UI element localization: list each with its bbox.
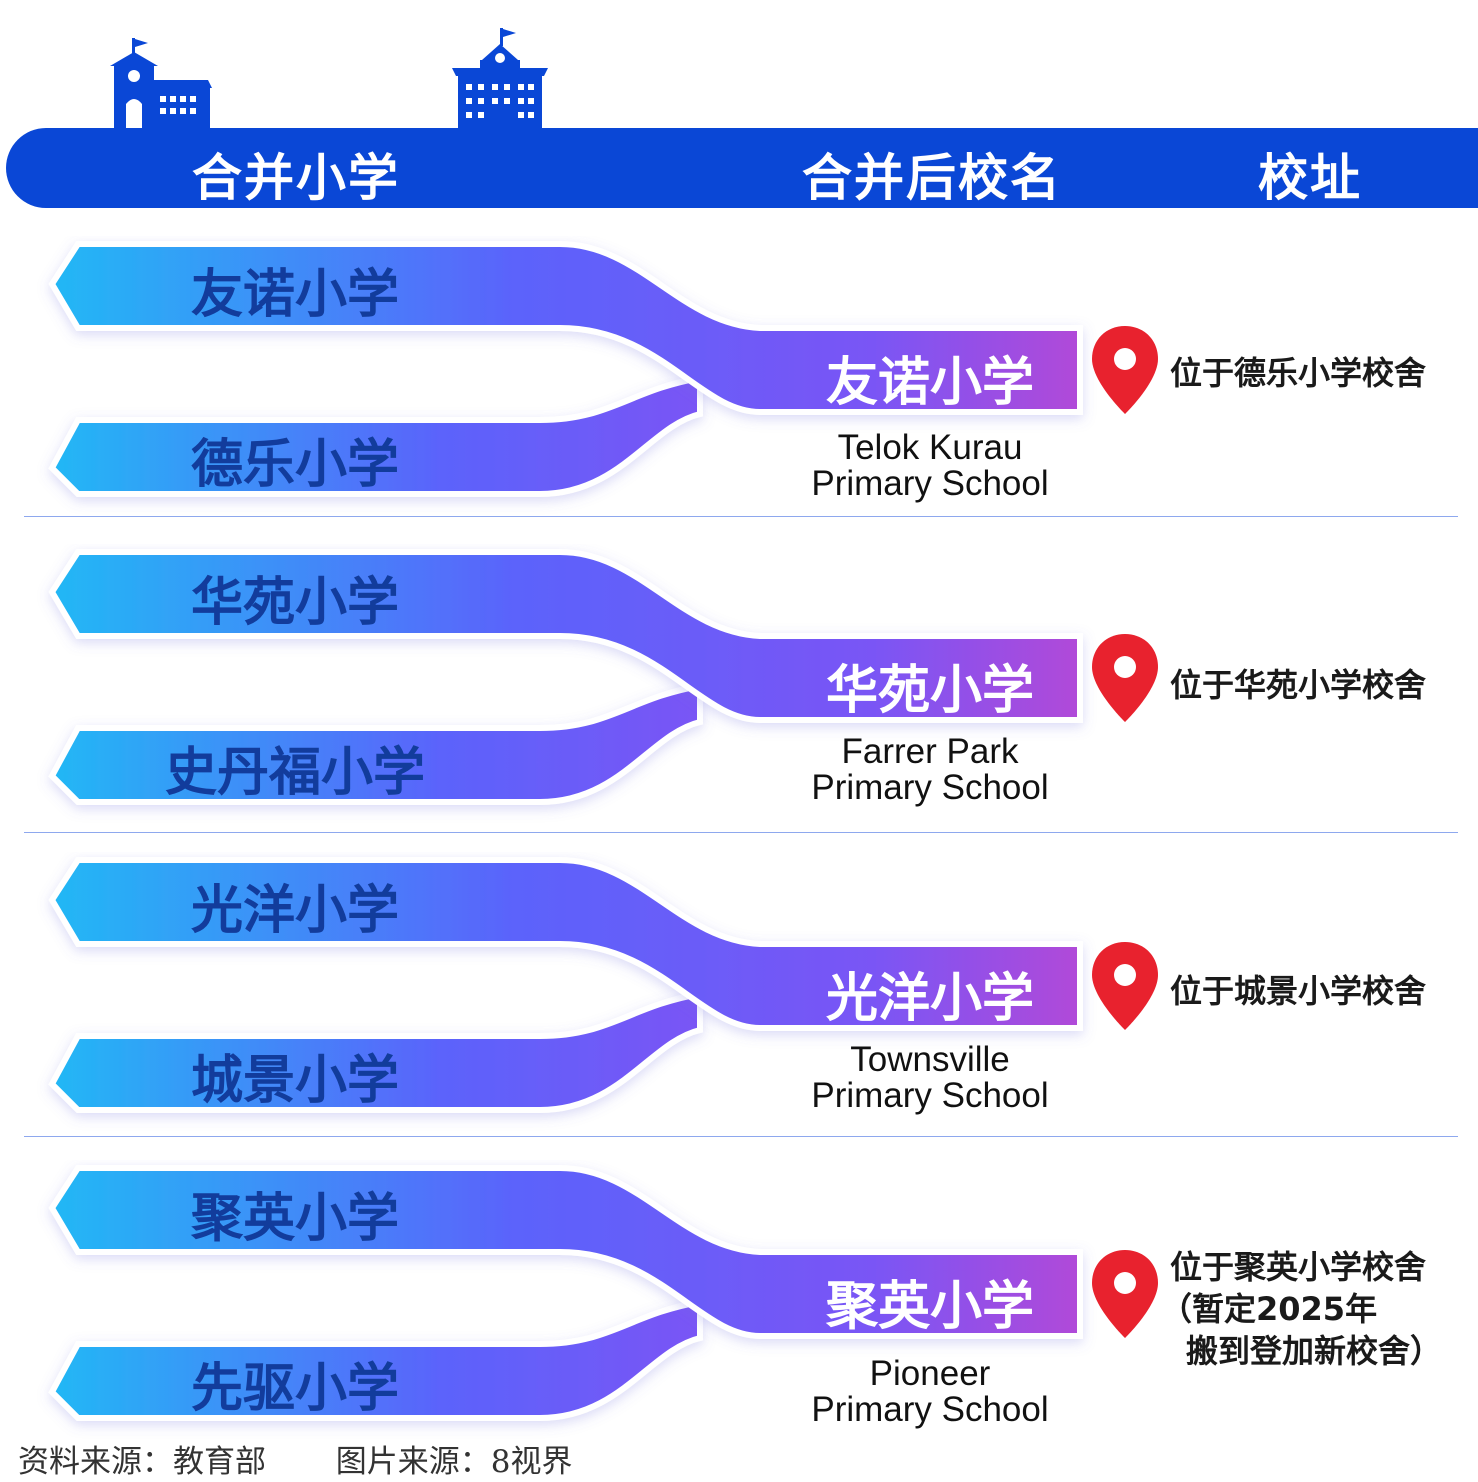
merge-flow-arrows: [48, 1165, 1083, 1421]
address-line1: 位于德乐小学校舍: [1170, 354, 1427, 392]
header-merged-name: 合并后校名: [802, 149, 1062, 207]
english-name-line2: Primary School: [811, 1076, 1049, 1115]
english-name: Telok Kurau Primary School: [760, 430, 1100, 502]
source-credit: 资料来源：教育部 图片来源：8视界: [18, 1436, 572, 1481]
merge-flow-arrows: [48, 549, 1083, 805]
school-a-label: 聚英小学: [190, 1189, 399, 1249]
address-line2: （暂定2025年: [1160, 1290, 1378, 1328]
school-a-label: 友诺小学: [190, 265, 399, 325]
merger-group-2: 华苑小学 史丹福小学 华苑小学 Farrer Park Primary Scho…: [0, 544, 1478, 824]
address-text: 位于聚英小学校舍 （暂定2025年 搬到登加新校舍）: [1160, 1246, 1443, 1372]
merger-group-4: 聚英小学 先驱小学 聚英小学 Pioneer Primary School 位于…: [0, 1160, 1478, 1440]
address-text: 位于德乐小学校舍: [1170, 352, 1426, 394]
divider: [24, 832, 1458, 833]
school-a-label: 光洋小学: [190, 881, 399, 941]
location-pin-icon: [1092, 326, 1158, 414]
english-name-line2: Primary School: [811, 464, 1049, 503]
location-pin-icon: [1092, 634, 1158, 722]
merged-name-label: 友诺小学: [825, 353, 1034, 413]
english-name-line1: Pioneer: [869, 1354, 991, 1393]
school-b-label: 城景小学: [190, 1051, 399, 1111]
header-bar: [6, 128, 1478, 208]
merged-name-label: 聚英小学: [825, 1277, 1034, 1337]
merger-group-1: 友诺小学 德乐小学 友诺小学 Telok Kurau Primary Schoo…: [0, 236, 1478, 516]
merger-group-3: 光洋小学 城景小学 光洋小学 Townsville Primary School…: [0, 852, 1478, 1132]
school-b-label: 史丹福小学: [164, 743, 425, 803]
school-b-label: 德乐小学: [190, 435, 399, 495]
english-name: Farrer Park Primary School: [760, 734, 1100, 806]
address-line1: 位于华苑小学校舍: [1170, 666, 1427, 704]
school-b-label: 先驱小学: [190, 1359, 399, 1419]
english-name-line2: Primary School: [811, 1390, 1049, 1429]
divider: [24, 516, 1458, 517]
address-line3: 搬到登加新校舍）: [1186, 1332, 1443, 1370]
address-text: 位于华苑小学校舍: [1170, 664, 1426, 706]
location-pin-icon: [1092, 942, 1158, 1030]
location-pin-icon: [1092, 1250, 1158, 1338]
english-name-line1: Telok Kurau: [837, 428, 1023, 467]
school-house-icon: [110, 38, 212, 128]
header-address: 校址: [1258, 149, 1362, 207]
english-name: Townsville Primary School: [760, 1042, 1100, 1114]
school-building-icon: [452, 28, 548, 128]
address-line1: 位于城景小学校舍: [1170, 972, 1427, 1010]
header-merge-schools: 合并小学: [192, 149, 400, 207]
address-line1: 位于聚英小学校舍: [1170, 1248, 1427, 1286]
merge-flow-arrows: [48, 857, 1083, 1113]
school-a-label: 华苑小学: [190, 573, 399, 633]
divider: [24, 1136, 1458, 1137]
english-name: Pioneer Primary School: [760, 1356, 1100, 1428]
english-name-line2: Primary School: [811, 768, 1049, 807]
merged-name-label: 光洋小学: [825, 969, 1034, 1029]
data-source: 资料来源：教育部: [18, 1444, 266, 1480]
english-name-line1: Farrer Park: [841, 732, 1019, 771]
image-source: 图片来源：8视界: [335, 1444, 573, 1480]
merged-name-label: 华苑小学: [825, 661, 1034, 721]
merge-flow-arrows: [48, 241, 1083, 497]
address-text: 位于城景小学校舍: [1170, 970, 1426, 1012]
english-name-line1: Townsville: [850, 1040, 1010, 1079]
